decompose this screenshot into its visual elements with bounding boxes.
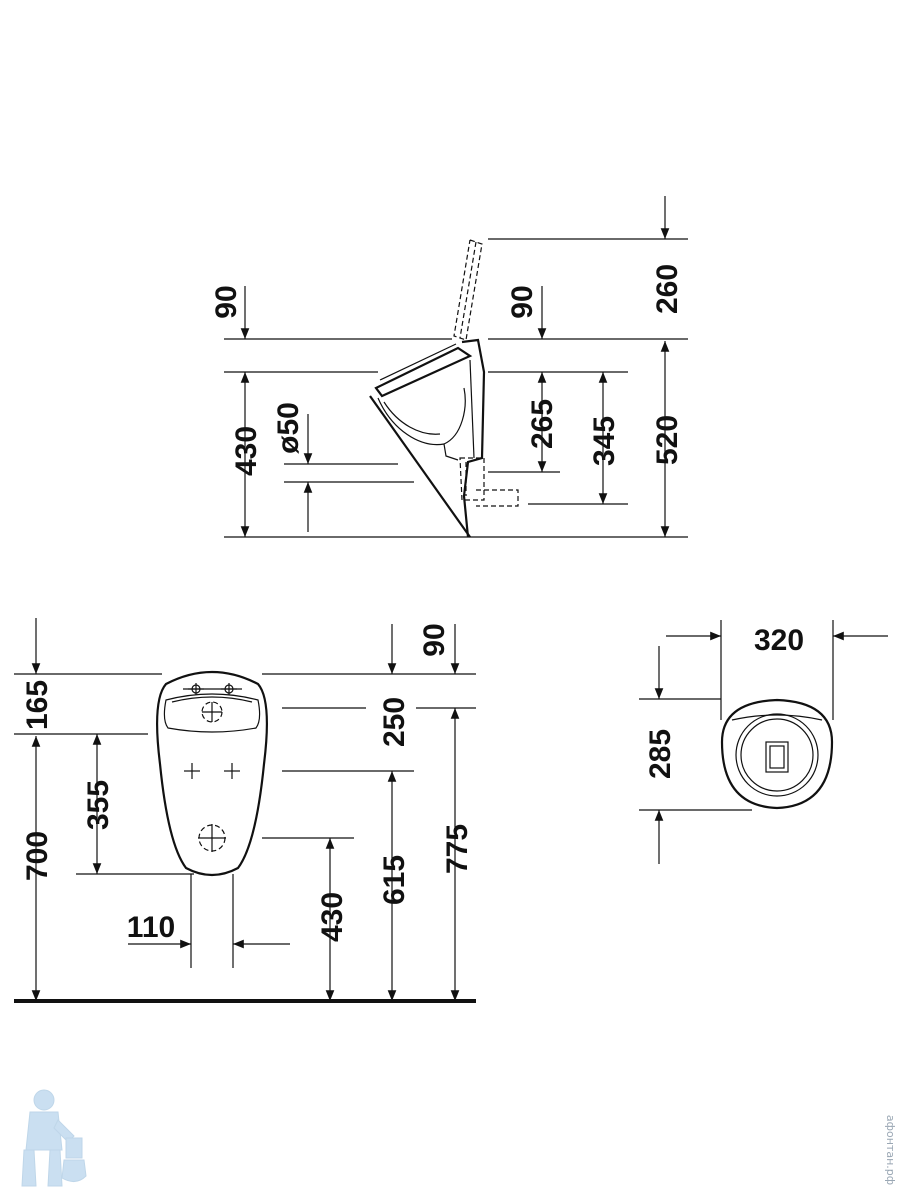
dim-165: 165 bbox=[21, 680, 54, 730]
dim-520: 520 bbox=[651, 415, 684, 465]
dim-110: 110 bbox=[127, 911, 175, 944]
dim-320: 320 bbox=[754, 624, 804, 657]
dim-265: 265 bbox=[526, 399, 559, 449]
plumber-logo bbox=[21, 1089, 87, 1187]
dim-90-front: 90 bbox=[418, 623, 451, 656]
dim-90-right: 90 bbox=[506, 285, 539, 318]
dim-345: 345 bbox=[588, 416, 621, 466]
dim-615: 615 bbox=[378, 855, 411, 905]
mounting-points bbox=[184, 763, 240, 779]
dim-430-front: 430 bbox=[316, 892, 349, 942]
dim-430-side: 430 bbox=[230, 426, 263, 476]
dim-285: 285 bbox=[644, 729, 677, 779]
inlet-fixing-holes bbox=[183, 683, 242, 695]
dim-90-left: 90 bbox=[210, 285, 243, 318]
dim-700: 700 bbox=[21, 831, 54, 881]
side-view: 260 90 90 430 ø50 265 345 520 bbox=[210, 196, 688, 538]
dim-775: 775 bbox=[441, 824, 474, 874]
dim-diameter-50: ø50 bbox=[272, 402, 305, 454]
watermark-text: афонтан.рф bbox=[884, 1115, 897, 1185]
dim-250: 250 bbox=[378, 697, 411, 747]
top-view: 320 285 bbox=[639, 620, 888, 864]
front-view: 165 700 355 110 430 615 775 250 90 bbox=[14, 618, 476, 1003]
dim-260: 260 bbox=[651, 264, 684, 314]
dim-355: 355 bbox=[82, 780, 115, 830]
